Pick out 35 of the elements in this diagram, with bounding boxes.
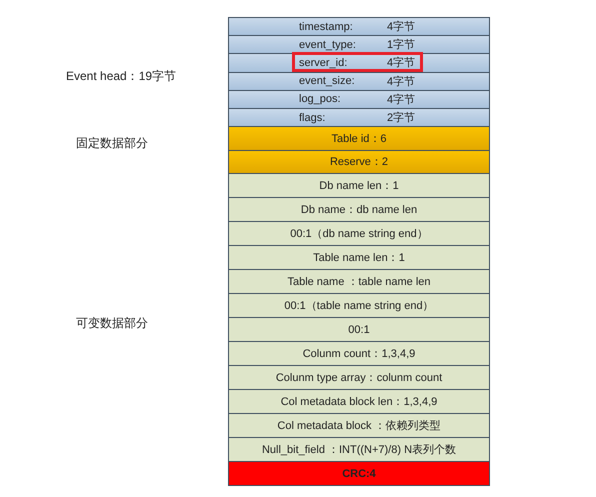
table-row: Table name len：1 <box>228 245 490 270</box>
table-row: Db name len：1 <box>228 173 490 198</box>
table-row: Table id：6 <box>228 126 490 150</box>
table-row: Reserve：2 <box>228 150 490 174</box>
byte-size: 4字节 <box>387 74 416 89</box>
field-name: flags: <box>299 112 326 124</box>
byte-size: 4字节 <box>387 92 416 107</box>
table-row: Null_bit_field ：INT((N+7)/8) N表列个数 <box>228 437 490 462</box>
table-row: Colunm type array：colunm count <box>228 365 490 390</box>
table-row: Db name：db name len <box>228 197 490 222</box>
table-row: Colunm count：1,3,4,9 <box>228 341 490 366</box>
section-label: 可变数据部分 <box>76 315 148 332</box>
table-row <box>228 108 490 128</box>
table-row: Table name ：table name len <box>228 269 490 294</box>
field-name: timestamp: <box>299 20 353 33</box>
table-row: CRC:4 <box>228 461 490 486</box>
field-name: server_id: <box>299 56 348 69</box>
table-row <box>228 17 490 36</box>
byte-size: 1字节 <box>387 38 416 52</box>
table-row <box>228 35 490 54</box>
table-row: 00:1（table name string end） <box>228 293 490 318</box>
section-label: 固定数据部分 <box>76 135 148 152</box>
field-name: log_pos: <box>299 93 341 106</box>
byte-size: 4字节 <box>387 56 416 70</box>
table-row: Col metadata block len：1,3,4,9 <box>228 389 490 414</box>
table-row: Col metadata block ：依赖列类型 <box>228 413 490 438</box>
table-row <box>228 72 490 91</box>
table-row: 00:1（db name string end） <box>228 221 490 246</box>
field-name: event_size: <box>299 75 355 88</box>
table-row: 00:1 <box>228 317 490 342</box>
byte-size: 2字节 <box>387 110 416 126</box>
table-row <box>228 90 490 109</box>
section-label: Event head：19字节 <box>66 68 176 85</box>
byte-size: 4字节 <box>387 20 416 34</box>
field-name: event_type: <box>299 38 356 51</box>
